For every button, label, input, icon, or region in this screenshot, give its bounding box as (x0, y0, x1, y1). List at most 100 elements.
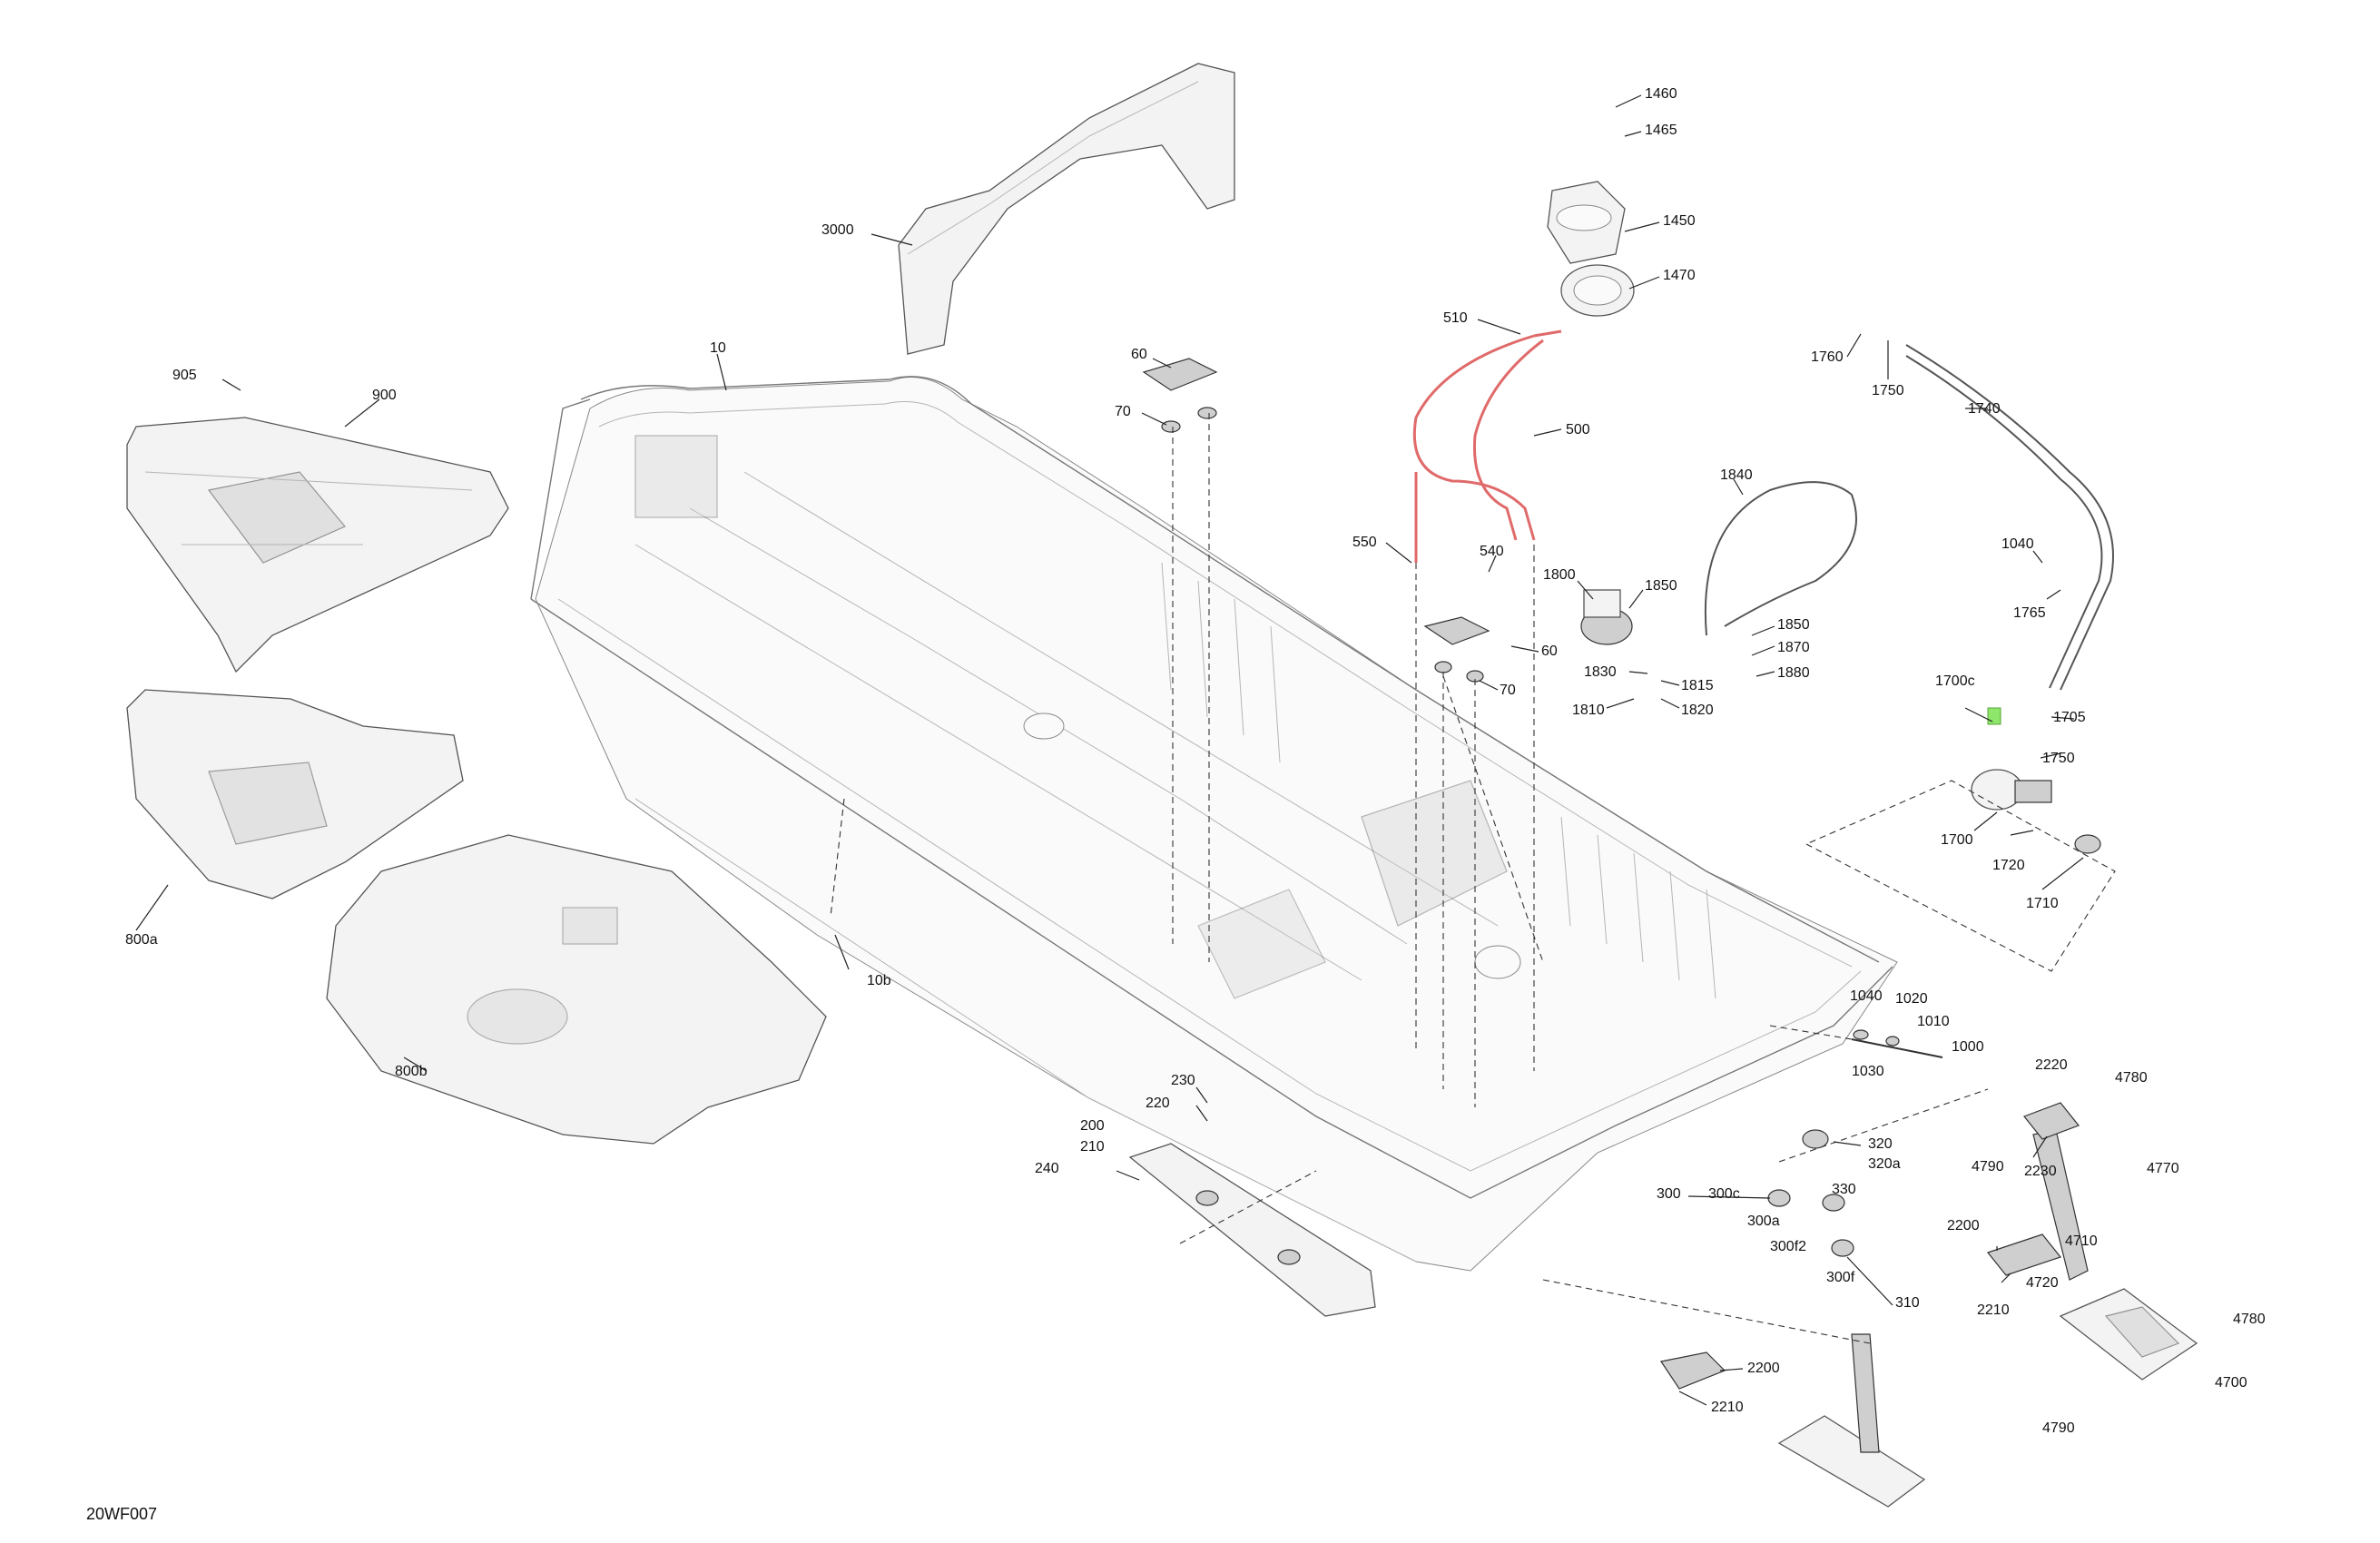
label-4710: 4710 (2065, 1233, 2098, 1249)
label-900: 900 (372, 388, 397, 403)
label-1700: 1700 (1941, 832, 1973, 848)
part-300-fittings (1767, 1129, 1854, 1257)
label-300a: 300a (1747, 1214, 1780, 1229)
part-800b-tray (326, 834, 827, 1145)
label-1040-upper: 1040 (2001, 536, 2034, 552)
part-1000-bolt (1851, 1029, 1943, 1058)
label-1010: 1010 (1917, 1014, 1950, 1029)
leader-lines (135, 94, 2084, 1406)
label-4780-lower: 4780 (2233, 1312, 2266, 1327)
label-4700: 4700 (2215, 1375, 2247, 1391)
label-510: 510 (1443, 310, 1468, 326)
label-800b: 800b (395, 1064, 428, 1079)
label-1040-lower: 1040 (1850, 988, 1883, 1004)
label-300c: 300c (1708, 1186, 1740, 1202)
label-230: 230 (1171, 1073, 1195, 1088)
label-3000: 3000 (821, 222, 854, 238)
label-70-mid: 70 (1500, 683, 1516, 698)
label-2210-right: 2210 (1977, 1302, 2010, 1318)
label-220: 220 (1146, 1096, 1170, 1111)
label-2200-right: 2200 (1947, 1218, 1980, 1233)
label-4720: 4720 (2026, 1275, 2059, 1291)
label-70-top: 70 (1115, 404, 1131, 419)
part-2200-bracket-right (1986, 1233, 2062, 1276)
label-240: 240 (1035, 1161, 1059, 1176)
part-1840-hose-loop (1704, 481, 1857, 636)
label-1815: 1815 (1681, 678, 1714, 693)
label-1850-upper: 1850 (1645, 578, 1677, 594)
part-60-pad-mid (1423, 616, 1490, 683)
label-1830: 1830 (1584, 664, 1617, 680)
part-60-pad-top (1142, 358, 1218, 433)
label-1850-lower: 1850 (1777, 617, 1810, 633)
label-300f2: 300f2 (1770, 1239, 1806, 1254)
part-2200-bracket-low (1660, 1351, 1726, 1390)
label-1470: 1470 (1663, 268, 1696, 283)
label-330: 330 (1832, 1182, 1856, 1197)
label-1460: 1460 (1645, 86, 1677, 102)
part-1450-housing (1547, 181, 1635, 317)
label-2220: 2220 (2035, 1057, 2068, 1073)
part-1700c-connector (1987, 707, 2001, 725)
part-1800-pump (1580, 589, 1633, 645)
label-1760: 1760 (1811, 349, 1844, 365)
label-550: 550 (1352, 535, 1377, 550)
label-320a: 320a (1868, 1156, 1901, 1172)
figure-code: 20WF007 (86, 1505, 158, 1523)
label-1870: 1870 (1777, 640, 1810, 655)
label-300f: 300f (1826, 1270, 1855, 1285)
label-1030: 1030 (1852, 1064, 1884, 1079)
label-4790-upper: 4790 (1972, 1159, 2004, 1174)
label-1820: 1820 (1681, 703, 1714, 718)
part-900-front-bin (126, 417, 509, 673)
label-10: 10 (710, 340, 726, 356)
label-1450: 1450 (1663, 213, 1696, 229)
part-800a-foam (126, 689, 464, 899)
label-1000: 1000 (1952, 1039, 1984, 1055)
label-300: 300 (1657, 1186, 1681, 1202)
label-2210-low: 2210 (1711, 1400, 1744, 1415)
label-60-mid: 60 (1541, 644, 1558, 659)
label-1750-lower: 1750 (2042, 751, 2075, 766)
label-1750-upper: 1750 (1872, 383, 1904, 398)
part-500-hoses (1412, 329, 1562, 563)
label-210: 210 (1080, 1139, 1105, 1155)
label-800a: 800a (125, 932, 158, 948)
label-1740: 1740 (1968, 401, 2001, 417)
label-1765: 1765 (2013, 605, 2046, 621)
label-1720: 1720 (1992, 858, 2025, 873)
hull-body (530, 376, 1898, 1272)
part-3000-panel (898, 63, 1235, 355)
label-60-top: 60 (1131, 347, 1147, 362)
label-200: 200 (1080, 1118, 1105, 1134)
label-1020: 1020 (1895, 991, 1928, 1007)
label-1710: 1710 (2026, 896, 2059, 911)
label-310: 310 (1895, 1295, 1920, 1311)
label-1700c: 1700c (1935, 673, 1975, 689)
label-4790-lower: 4790 (2042, 1420, 2075, 1436)
label-540: 540 (1480, 544, 1504, 559)
label-10b: 10b (867, 973, 891, 988)
label-1840: 1840 (1720, 467, 1753, 483)
label-905: 905 (172, 368, 197, 383)
label-500: 500 (1566, 422, 1590, 437)
part-1700-pump (1971, 707, 2101, 854)
assembly-lines (830, 413, 2116, 1344)
part-4700-trim-tab (2059, 1288, 2198, 1381)
label-2230: 2230 (2024, 1164, 2057, 1179)
part-2220-bracket (2023, 1102, 2080, 1140)
label-1810: 1810 (1572, 703, 1605, 718)
label-1465: 1465 (1645, 123, 1677, 138)
label-1800: 1800 (1543, 567, 1576, 583)
label-320: 320 (1868, 1136, 1893, 1152)
part-steering-lower (1777, 1333, 1926, 1508)
part-labels: 3000 60 70 10 905 900 800a 800b 10b 1460… (125, 86, 2266, 1436)
part-1740-hose (1905, 344, 2114, 691)
label-1705: 1705 (2053, 710, 2086, 725)
label-4780-upper: 4780 (2115, 1070, 2148, 1086)
label-2200-low: 2200 (1747, 1361, 1780, 1376)
label-4770: 4770 (2147, 1161, 2179, 1176)
label-1880: 1880 (1777, 665, 1810, 681)
part-200-plate (1128, 1143, 1376, 1317)
